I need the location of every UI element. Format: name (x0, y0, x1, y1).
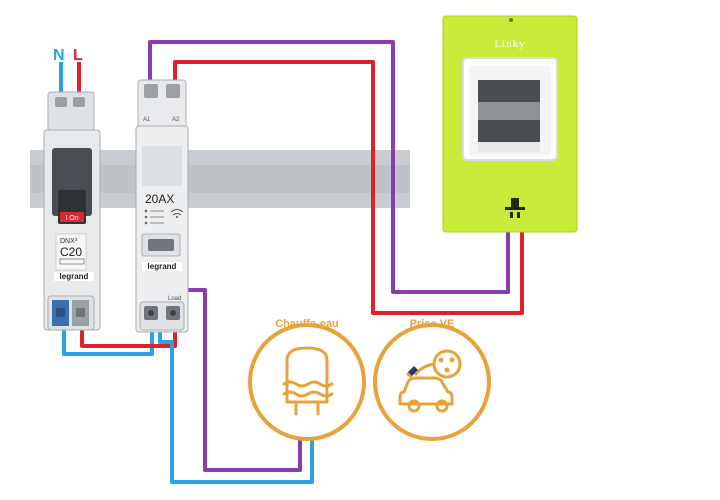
water-heater-icon (282, 346, 334, 416)
contactor-brand-strip (142, 262, 182, 271)
live-wire-top (173, 60, 524, 315)
meter-connector-icon (505, 198, 525, 218)
wifi-icon (170, 209, 184, 216)
terminal-load: Load (168, 296, 181, 302)
breaker-toggle-label: I On (65, 215, 78, 222)
contactor-rating: 20AX (145, 192, 174, 206)
contactor: A1 A2 20AX legrand Load (135, 79, 189, 333)
neutral-wire-heater (158, 332, 314, 484)
water-heater-circle (248, 323, 366, 441)
terminal-a1: A1 (143, 117, 151, 123)
neutral-wire-bottom (62, 330, 154, 356)
contactor-brand: legrand (148, 262, 177, 271)
meter-brand: Linky (494, 38, 525, 50)
live-label: L (73, 47, 83, 64)
circuit-breaker: I On DNX³ C20 legrand (43, 91, 101, 331)
ev-socket-circle (373, 323, 491, 441)
pilot-wire-top (148, 40, 510, 294)
breaker-brand: legrand (60, 272, 89, 281)
breaker-brand-strip (54, 272, 94, 281)
pilot-wire-heater (180, 288, 302, 472)
terminal-a2: A2 (172, 117, 180, 123)
live-wire-bottom (80, 330, 177, 348)
ev-plug-icon (408, 357, 455, 376)
ev-socket-load: Prise VE (373, 318, 491, 441)
linky-meter: Linky (442, 15, 578, 233)
breaker-model: DNX³ (60, 238, 78, 245)
breaker-rating: C20 (60, 245, 82, 259)
breaker-top-terminals (47, 91, 95, 133)
mode-leds (144, 209, 164, 225)
neutral-label: N (53, 47, 65, 64)
water-heater-load: Chauffe-eau (248, 318, 366, 441)
